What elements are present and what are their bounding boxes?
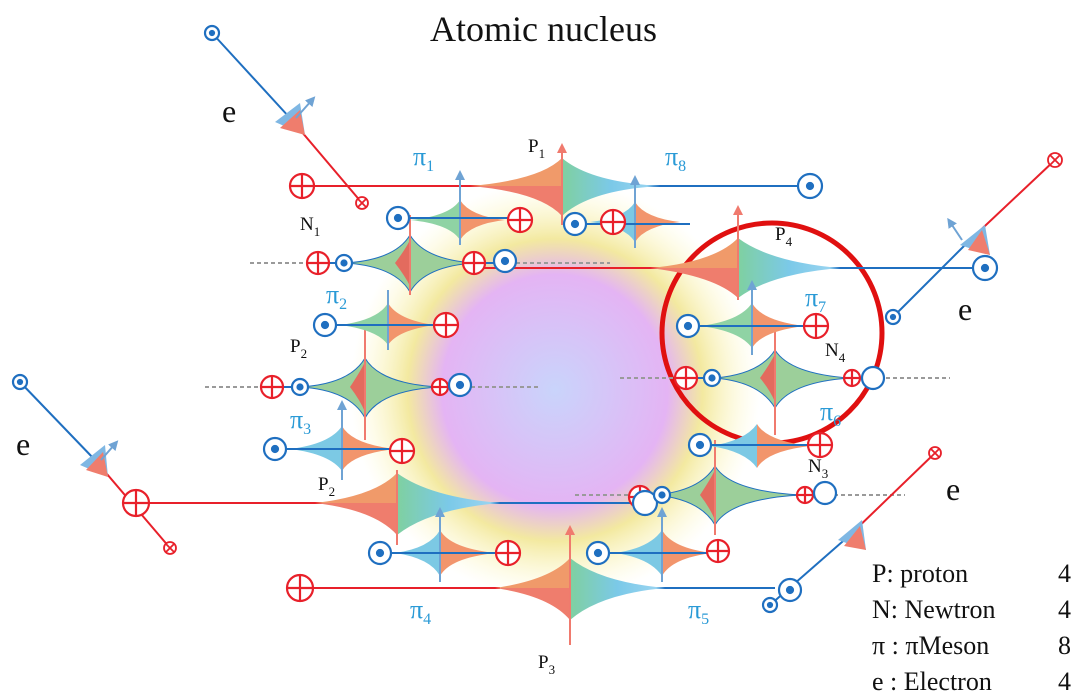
- label-p3: P3: [538, 652, 555, 677]
- label-pi5: π5: [688, 595, 709, 628]
- label-pi4: π4: [410, 595, 431, 628]
- legend-row: e : Electron 4: [872, 664, 1071, 700]
- label-e-left: e: [16, 426, 30, 462]
- label-e-right: e: [958, 291, 972, 327]
- legend-count: 4: [1058, 667, 1071, 696]
- legend-row: N: Newtron 4: [872, 592, 1071, 628]
- label-n4: N4: [825, 340, 846, 365]
- label-p1: P1: [528, 136, 545, 161]
- legend-key: e : Electron: [872, 667, 992, 696]
- legend: P: proton 4 N: Newtron 4 π : πMeson 8 e : E…: [872, 556, 1071, 700]
- cross-symbols: [163, 152, 1063, 555]
- label-p4: P4: [775, 224, 793, 249]
- legend-key: P: proton: [872, 559, 969, 588]
- legend-row: π : πMeson 8: [872, 628, 1071, 664]
- label-p2-mid: P2: [290, 336, 307, 361]
- legend-count: 4: [1058, 559, 1071, 588]
- dot-symbols: [11, 24, 999, 614]
- label-pi1: π1: [413, 142, 434, 175]
- legend-row: P: proton 4: [872, 556, 1071, 592]
- label-e-topleft: e: [222, 93, 236, 129]
- proton-p2-lower: [135, 470, 645, 545]
- label-pi6: π6: [820, 397, 841, 430]
- page-title: Atomic nucleus: [430, 9, 657, 49]
- legend-key: π : πMeson: [872, 631, 990, 660]
- label-pi8: π8: [665, 142, 686, 175]
- label-pi3: π3: [290, 405, 311, 438]
- proton-p1: [300, 143, 810, 225]
- label-pi2: π2: [326, 280, 347, 313]
- proton-p4: [475, 205, 985, 300]
- proton-p3: [300, 525, 775, 645]
- label-p2-lower: P2: [318, 474, 335, 499]
- legend-count: 8: [1058, 631, 1071, 660]
- label-pi7: π7: [805, 283, 826, 316]
- label-e-lowerright: e: [946, 471, 960, 507]
- plus-symbols: [121, 172, 862, 603]
- legend-count: 4: [1058, 595, 1071, 624]
- label-n3: N3: [808, 456, 828, 481]
- label-n1: N1: [300, 214, 320, 239]
- legend-key: N: Newtron: [872, 595, 996, 624]
- electron-tracks: [19, 32, 1056, 606]
